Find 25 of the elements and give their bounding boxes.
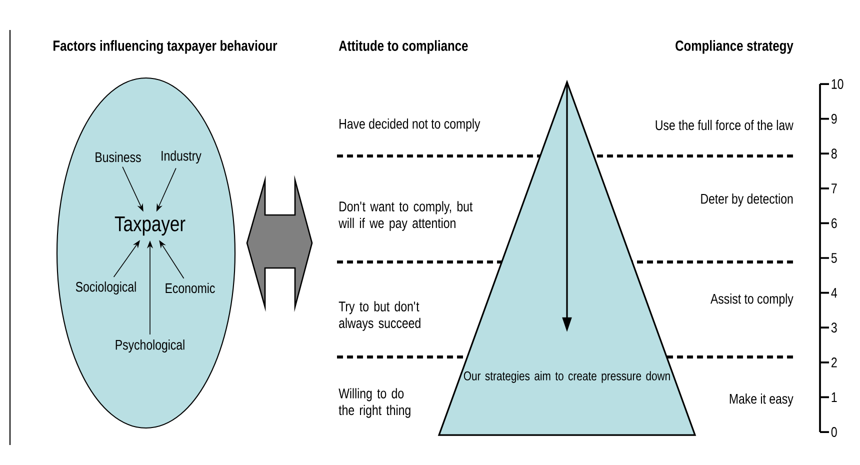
factor-label: Sociological [76, 281, 136, 295]
factor-label: Industry [162, 150, 202, 164]
tick-label: 0 [831, 427, 837, 437]
ellipse-shape [56, 77, 236, 429]
tick-label: 9 [831, 114, 837, 124]
factor-label: Psychological [116, 339, 184, 353]
strategy-label: Assist to comply [710, 293, 794, 307]
factor-label: Business [96, 152, 141, 162]
tick-label: 6 [832, 218, 837, 228]
attitude-label: Try to but don't always succeed [338, 301, 420, 331]
strategy-label: Make it easy [730, 393, 794, 407]
factor-label: Economic [166, 282, 215, 294]
heading: Factors influencing taxpayer behaviour [54, 40, 278, 54]
tick-label: 5 [831, 253, 837, 263]
heading: Attitude to compliance [338, 40, 468, 54]
tick-label: 3 [831, 322, 837, 333]
heading: Compliance strategy [676, 40, 794, 54]
factor-label: Taxpayer [114, 216, 186, 236]
tick-label: 2 [832, 358, 837, 368]
attitude-label: Willing to do the right thing [338, 388, 410, 418]
tick-label: 10 [832, 79, 844, 89]
tick-label: 7 [832, 184, 837, 194]
tick-label: 8 [831, 148, 837, 159]
tick-label: 1 [832, 392, 837, 402]
tick-label: 4 [831, 288, 837, 298]
